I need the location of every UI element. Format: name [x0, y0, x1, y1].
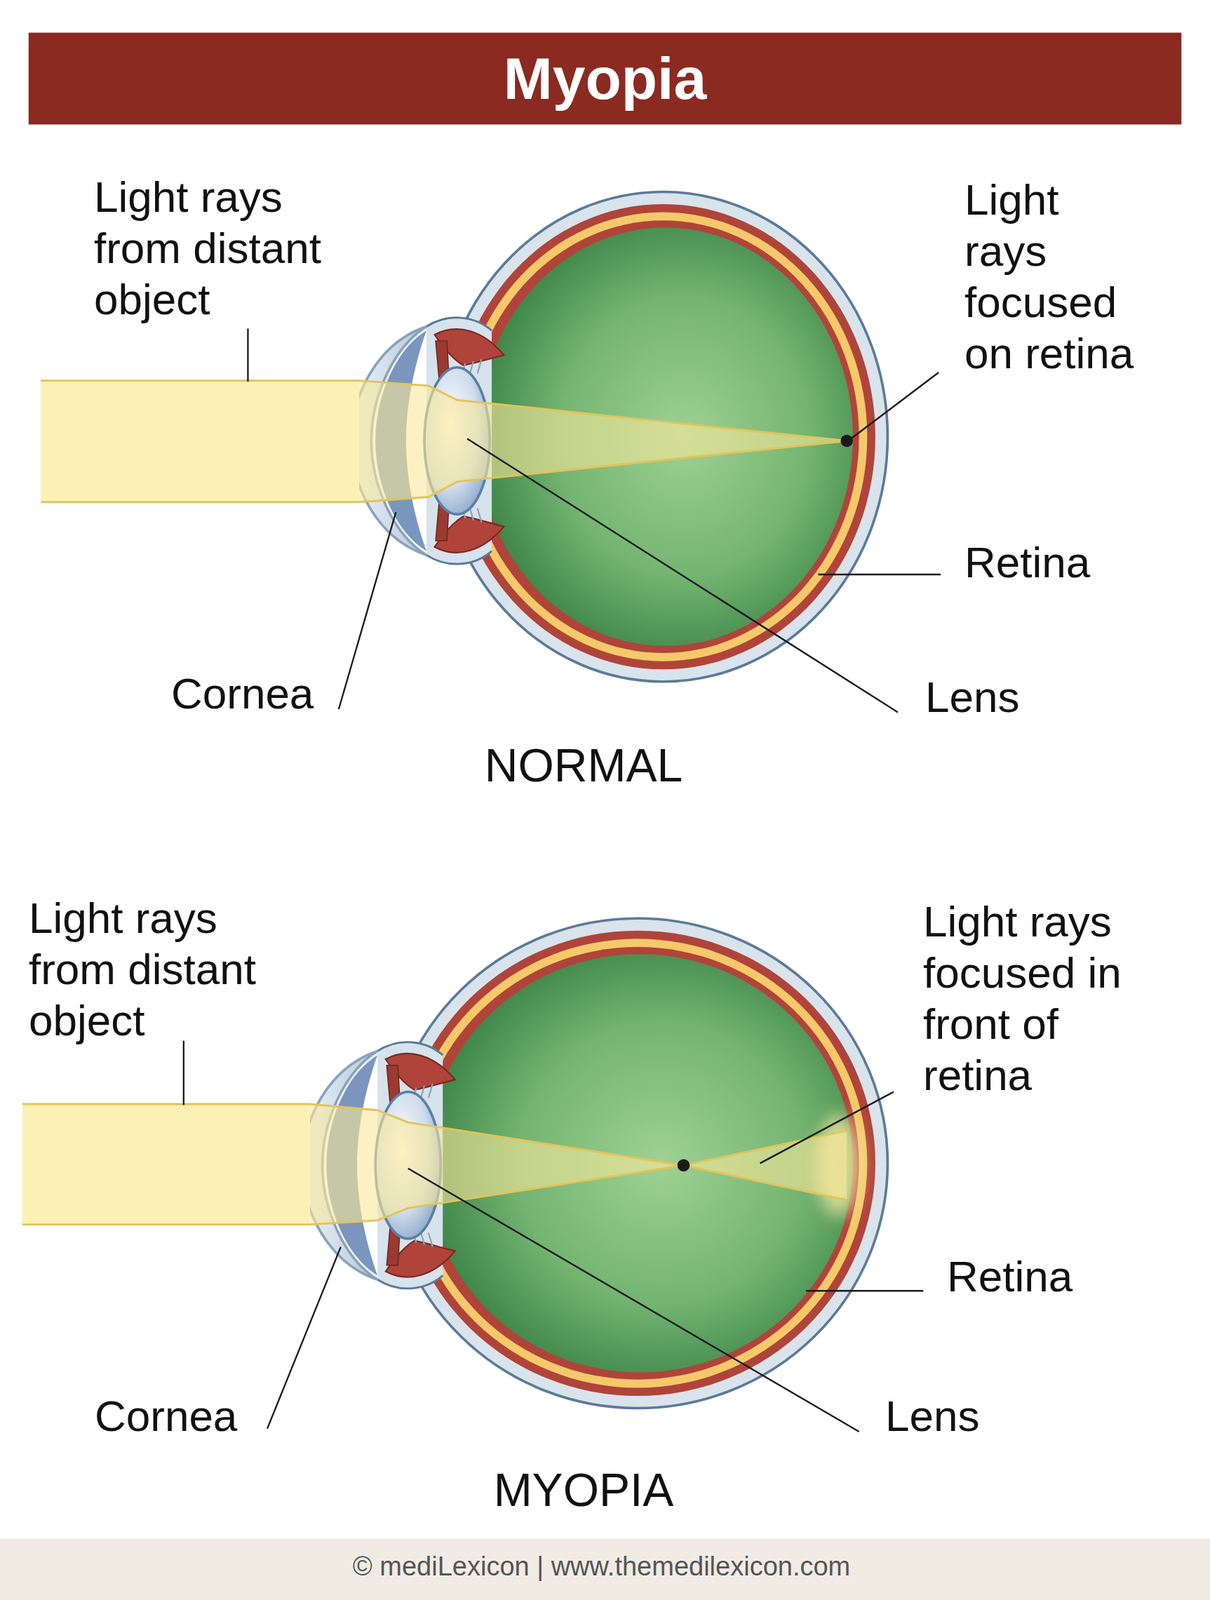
leader-line — [267, 1247, 341, 1429]
leader-line — [817, 573, 941, 576]
part-label: Lens — [885, 1390, 1096, 1442]
leader-line — [246, 328, 249, 382]
part-label: Lens — [925, 671, 1136, 723]
leader-line — [467, 439, 898, 713]
part-label: Retina — [964, 536, 1175, 588]
beam-label: Light rays from distant object — [28, 892, 289, 1046]
beam-edge — [22, 1223, 311, 1226]
part-label: Cornea — [94, 1390, 306, 1442]
focus-label: Light rays focused in front of retina — [923, 895, 1134, 1101]
light-beam — [22, 1104, 311, 1225]
leader-line — [183, 1040, 185, 1106]
light-beam — [40, 380, 360, 503]
light-beam — [359, 380, 847, 503]
focus-label: Light rays focused on retina — [964, 173, 1144, 379]
beam-edge — [359, 380, 847, 503]
panel-caption: NORMAL — [443, 740, 724, 792]
title-bar — [28, 32, 1182, 125]
focal-point — [840, 434, 853, 447]
leader-lines — [183, 328, 941, 1432]
panel-caption: MYOPIA — [443, 1464, 724, 1516]
light-beam — [310, 1104, 684, 1225]
footer-credit: © mediLexicon | www.themedilexicon.com — [0, 1550, 1207, 1582]
leader-line — [760, 1092, 895, 1164]
beam-edge — [310, 1104, 684, 1225]
beam-label: Light rays from distant object — [93, 171, 354, 325]
diverging-beam — [683, 1130, 847, 1201]
beam-edge — [40, 500, 360, 503]
focal-point — [677, 1159, 690, 1172]
part-label: Retina — [946, 1250, 1158, 1302]
beam-edge — [683, 1130, 847, 1201]
leader-line — [850, 372, 939, 440]
leader-line — [408, 1168, 860, 1432]
leader-line — [805, 1289, 924, 1292]
part-label: Cornea — [171, 667, 382, 719]
beam-edge — [22, 1103, 311, 1106]
leader-line — [338, 512, 396, 710]
beam-edge — [40, 379, 360, 382]
title: Myopia — [28, 32, 1182, 125]
